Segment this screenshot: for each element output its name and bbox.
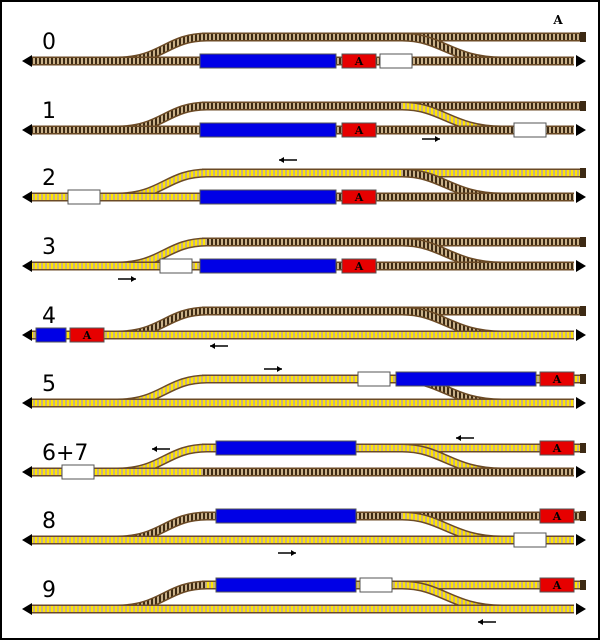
buffer-stop-3 bbox=[580, 237, 586, 247]
main-line-right-end-icon-2 bbox=[576, 191, 586, 203]
locomotive-0 bbox=[199, 53, 337, 69]
car-a-5-label: A bbox=[552, 373, 562, 386]
step-panel-3: A3 bbox=[22, 234, 586, 282]
car-b-1 bbox=[513, 122, 547, 138]
move-arrow-1-head bbox=[435, 136, 440, 142]
car-a-2-label: A bbox=[354, 191, 364, 204]
car-a-2 bbox=[341, 189, 377, 205]
buffer-stop-7 bbox=[580, 511, 586, 521]
move-arrow-4-head bbox=[210, 343, 215, 349]
buffer-stop-6 bbox=[580, 443, 586, 453]
car-a-5 bbox=[539, 371, 575, 387]
move-arrow-3-head bbox=[131, 276, 136, 282]
car-a-4 bbox=[69, 327, 105, 343]
move-arrow-8-head bbox=[478, 619, 483, 625]
move-arrow-b-6-head bbox=[456, 435, 461, 441]
car-a-3-label: A bbox=[354, 260, 364, 273]
buffer-stop-1 bbox=[580, 101, 586, 111]
car-a-4-label: A bbox=[82, 329, 92, 342]
car-b-0 bbox=[379, 53, 413, 69]
car-a-8 bbox=[539, 577, 575, 593]
step-panel-6: A 6+7 bbox=[22, 435, 586, 480]
buffer-stop-8 bbox=[580, 580, 586, 590]
car-b-2 bbox=[67, 189, 101, 205]
locomotive-7 bbox=[215, 508, 357, 524]
car-b-7 bbox=[513, 532, 547, 548]
main-line-right-end-icon-0 bbox=[576, 55, 586, 67]
car-b-3 bbox=[159, 258, 193, 274]
step-panel-4: A4 bbox=[22, 303, 586, 349]
buffer-stop-2 bbox=[580, 168, 586, 178]
main-line-right-end-icon-1 bbox=[576, 124, 586, 136]
locomotive-6 bbox=[215, 440, 357, 456]
main-line-left-end-icon-1 bbox=[22, 124, 32, 136]
locomotive-3 bbox=[199, 258, 337, 274]
car-b-8 bbox=[359, 577, 393, 593]
move-arrow-7-head bbox=[291, 550, 296, 556]
main-line-right-end-icon-4 bbox=[576, 329, 586, 341]
car-b-5 bbox=[357, 371, 391, 387]
main-line-right-end-icon-3 bbox=[576, 260, 586, 272]
move-arrow-6-head bbox=[152, 446, 157, 452]
car-a-0 bbox=[341, 53, 377, 69]
step-panel-1: A1 bbox=[22, 98, 586, 142]
locomotive-8 bbox=[215, 577, 357, 593]
step-label-7: 8 bbox=[42, 509, 56, 534]
main-line-left-end-icon-8 bbox=[22, 603, 32, 615]
car-a-0-label: A bbox=[354, 55, 364, 68]
step-label-5: 5 bbox=[42, 372, 56, 397]
main-line-left-end-icon-5 bbox=[22, 397, 32, 409]
buffer-stop-0 bbox=[580, 32, 586, 42]
siding-end-label: A bbox=[552, 13, 563, 27]
car-a-6-label: A bbox=[552, 442, 562, 455]
main-line-left-end-icon-7 bbox=[22, 534, 32, 546]
car-b-6 bbox=[61, 464, 95, 480]
step-label-2: 2 bbox=[42, 166, 56, 191]
step-label-8: 9 bbox=[42, 578, 56, 603]
main-line-left-end-icon-0 bbox=[22, 55, 32, 67]
main-line-right-end-icon-8 bbox=[576, 603, 586, 615]
buffer-stop-5 bbox=[580, 374, 586, 384]
step-panel-5: A5 bbox=[22, 366, 586, 409]
car-a-6 bbox=[539, 440, 575, 456]
buffer-stop-4 bbox=[580, 306, 586, 316]
main-line-left-end-icon-3 bbox=[22, 260, 32, 272]
locomotive-4 bbox=[35, 327, 67, 343]
locomotive-5 bbox=[395, 371, 537, 387]
step-panel-8: A9 bbox=[22, 577, 586, 625]
move-arrow-2-head bbox=[279, 157, 284, 163]
step-label-6: 6+7 bbox=[42, 441, 88, 466]
step-label-0: 0 bbox=[42, 30, 56, 55]
main-line-right-end-icon-6 bbox=[576, 466, 586, 478]
step-panel-0: A0 bbox=[22, 29, 586, 69]
step-label-1: 1 bbox=[42, 99, 56, 124]
step-label-4: 4 bbox=[42, 304, 56, 329]
car-a-1 bbox=[341, 122, 377, 138]
main-line-right-end-icon-7 bbox=[576, 534, 586, 546]
step-panel-7: A8 bbox=[22, 508, 586, 556]
car-a-7 bbox=[539, 508, 575, 524]
main-line-left-end-icon-6 bbox=[22, 466, 32, 478]
main-line-left-end-icon-2 bbox=[22, 191, 32, 203]
car-a-7-label: A bbox=[552, 510, 562, 523]
move-arrow-5-head bbox=[277, 366, 282, 372]
step-panel-2: A2 bbox=[22, 157, 586, 205]
car-a-3 bbox=[341, 258, 377, 274]
main-line-left-end-icon-4 bbox=[22, 329, 32, 341]
car-a-1-label: A bbox=[354, 124, 364, 137]
step-label-3: 3 bbox=[42, 235, 56, 260]
locomotive-1 bbox=[199, 122, 337, 138]
car-a-8-label: A bbox=[552, 579, 562, 592]
main-line-right-end-icon-5 bbox=[576, 397, 586, 409]
locomotive-2 bbox=[199, 189, 337, 205]
